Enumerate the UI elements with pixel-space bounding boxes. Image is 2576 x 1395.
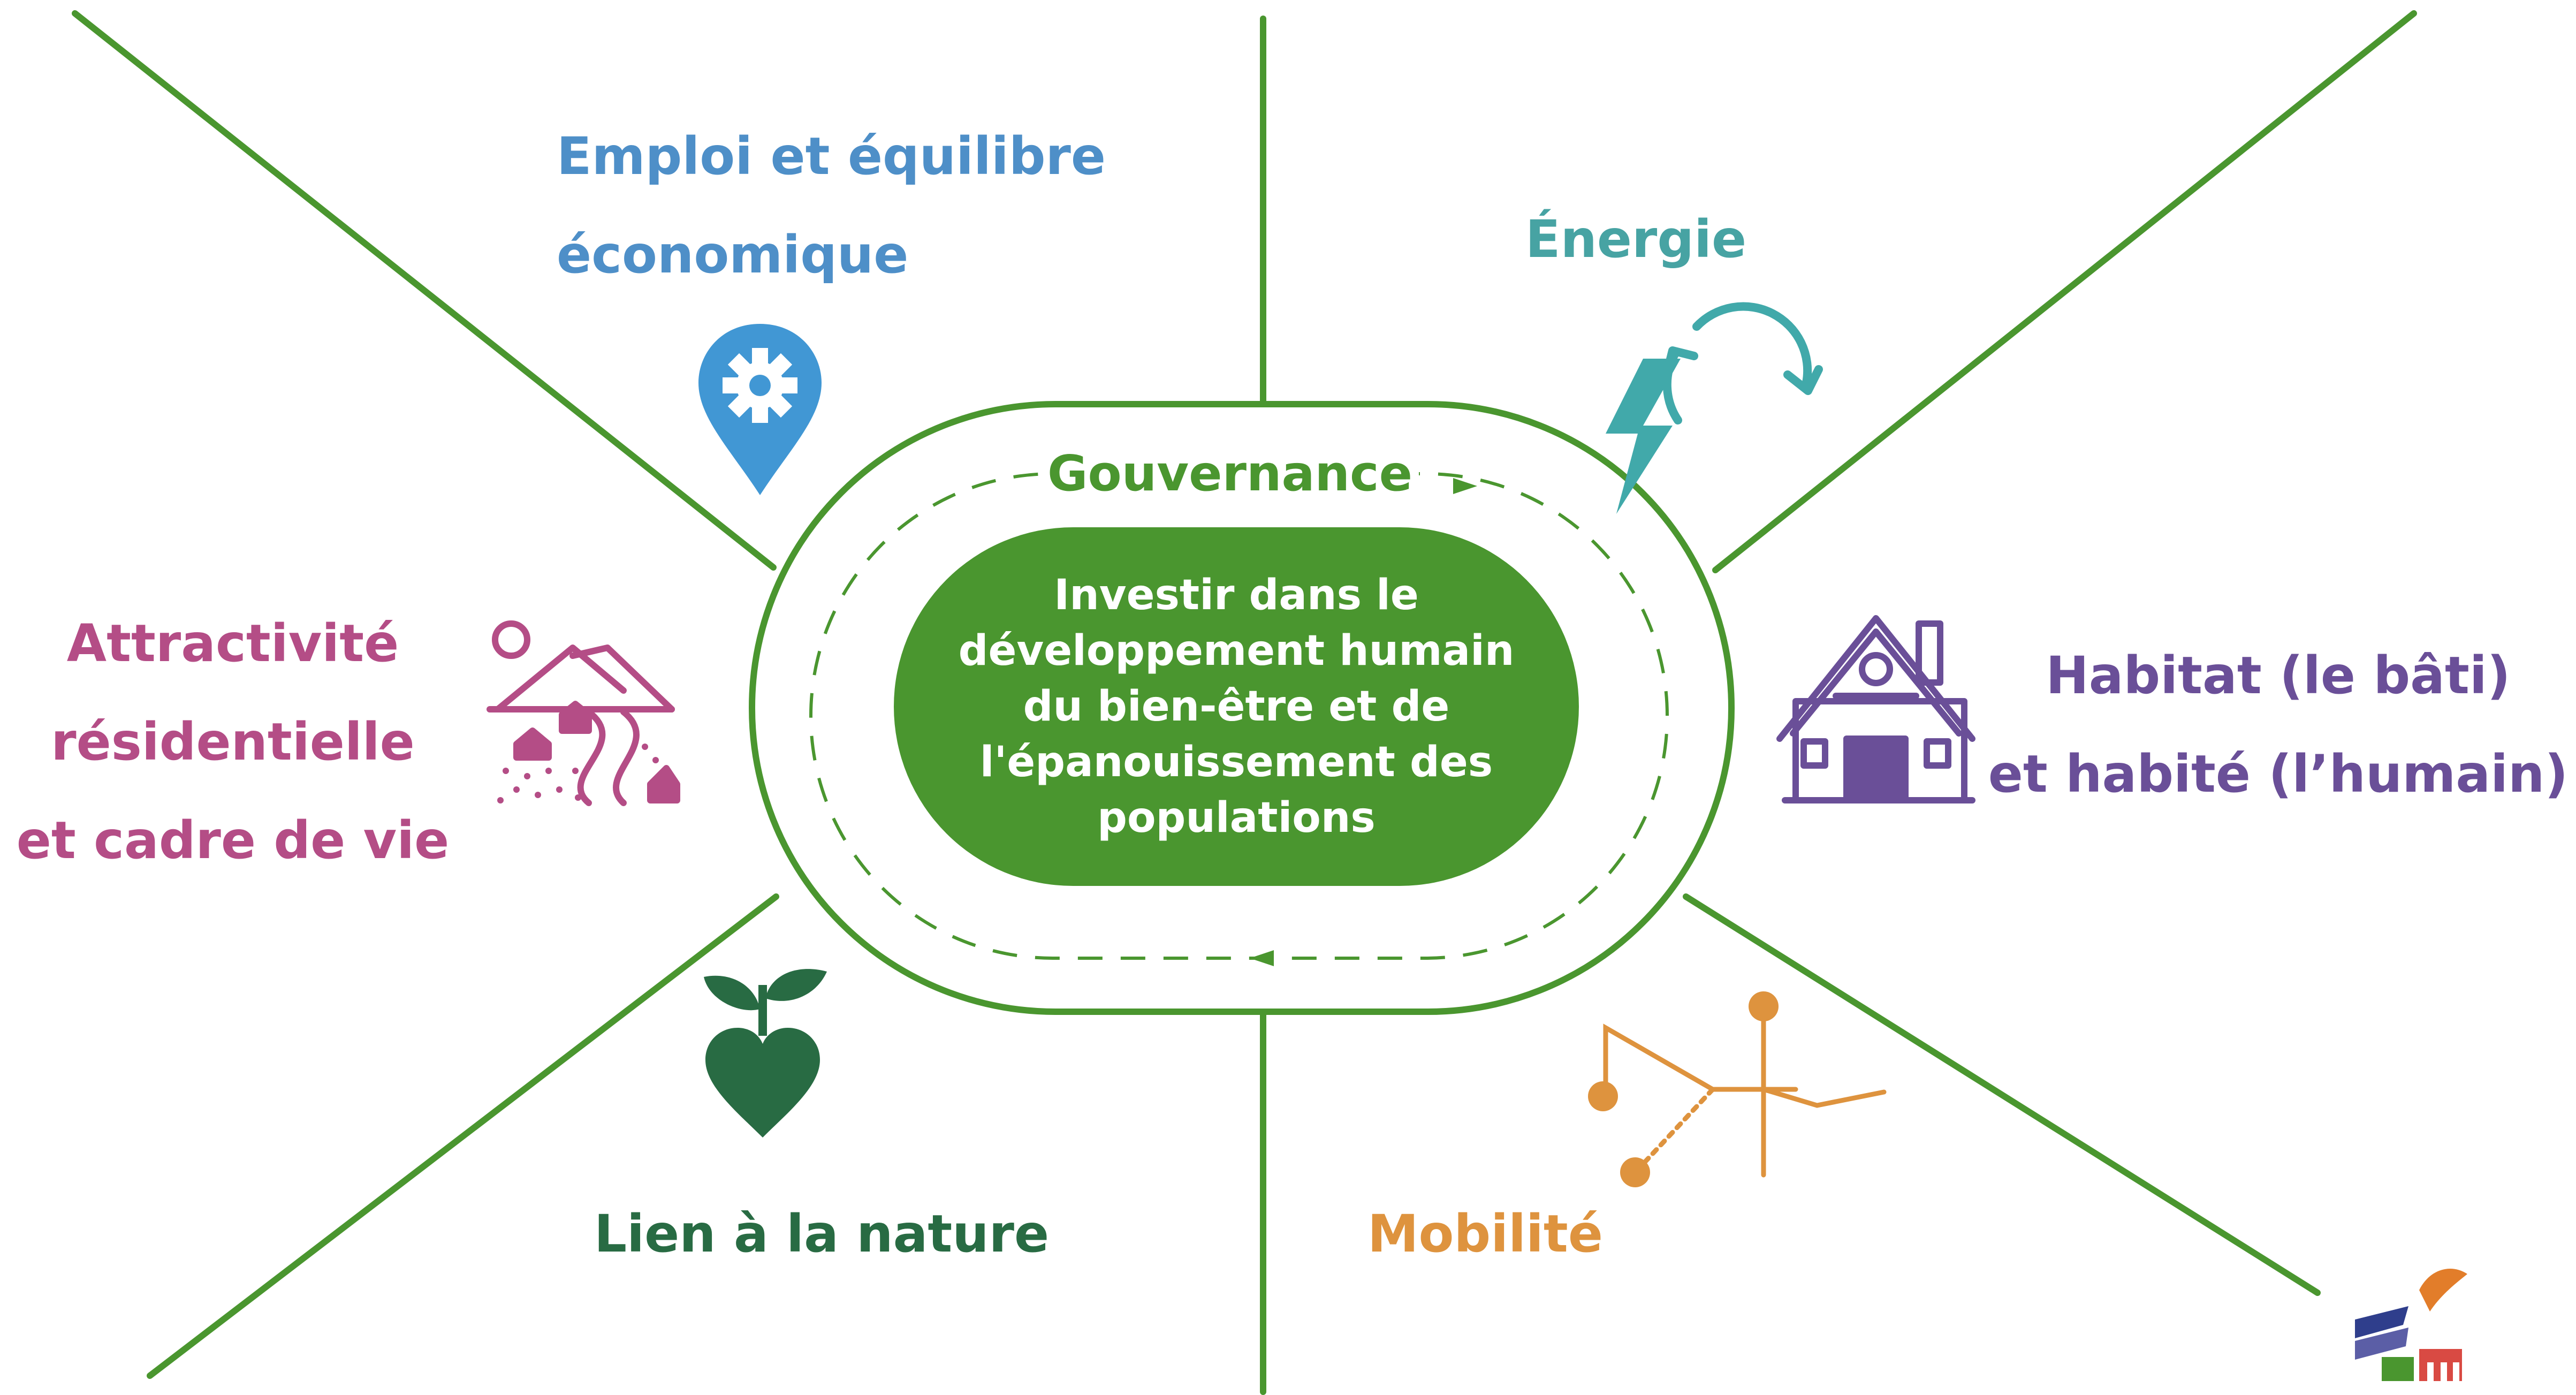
governance-label: Gouvernance xyxy=(1041,442,1419,506)
label-emploi: Emploi et équilibre économique xyxy=(557,107,1106,304)
route-network-icon xyxy=(1588,991,1887,1187)
core-statement-line-5: populations xyxy=(1097,794,1376,842)
divider-top-left xyxy=(72,10,777,571)
arrow-left-icon xyxy=(1250,950,1274,966)
arrow-right-icon xyxy=(1453,478,1477,494)
label-attractivite: Attractivité résidentielle et cadre de v… xyxy=(0,594,466,890)
label-habitat-line-2: et habité (l’humain) xyxy=(1988,744,2569,804)
house-icon xyxy=(1776,615,1975,803)
core-pill xyxy=(894,527,1579,886)
label-lien-nature: Lien à la nature xyxy=(594,1202,1049,1266)
core-statement-line-2: développement humain xyxy=(958,627,1515,675)
divider-lines xyxy=(72,10,2417,1395)
label-mobilite-line-1: Mobilité xyxy=(1367,1204,1603,1264)
label-mobilite: Mobilité xyxy=(1367,1202,1603,1266)
divider-bottom-right xyxy=(1683,893,2321,1296)
label-attractivite-line-2: résidentielle xyxy=(51,712,415,772)
label-attractivite-line-3: et cadre de vie xyxy=(16,810,450,870)
label-attractivite-line-1: Attractivité xyxy=(66,613,399,673)
divider-bottom-left xyxy=(147,893,779,1379)
mountain-village-landscape-icon xyxy=(487,620,680,806)
label-emploi-line-2: économique xyxy=(557,225,909,285)
label-lien-nature-line-1: Lien à la nature xyxy=(594,1204,1050,1264)
label-emploi-line-1: Emploi et équilibre xyxy=(557,126,1106,186)
label-energie: Énergie xyxy=(1525,190,1746,289)
label-habitat-line-1: Habitat (le bâti) xyxy=(2046,646,2511,706)
renewable-lightning-icon xyxy=(1606,302,1823,514)
divider-top-right xyxy=(1712,10,2417,573)
gear-location-pin-icon xyxy=(698,324,822,495)
core-statement-line-3: du bien-être et de xyxy=(1023,683,1450,731)
core-statement-line-4: l'épanouissement des xyxy=(979,738,1493,786)
label-energie-line-1: Énergie xyxy=(1525,209,1747,269)
sprout-heart-icon xyxy=(704,969,827,1138)
label-habitat: Habitat (le bâti) et habité (l’humain) xyxy=(1980,626,2576,823)
organization-logo-icon xyxy=(2355,1269,2467,1381)
core-statement-line-1: Investir dans le xyxy=(1054,571,1419,619)
core-statement: Investir dans le développement humain du… xyxy=(894,527,1579,886)
